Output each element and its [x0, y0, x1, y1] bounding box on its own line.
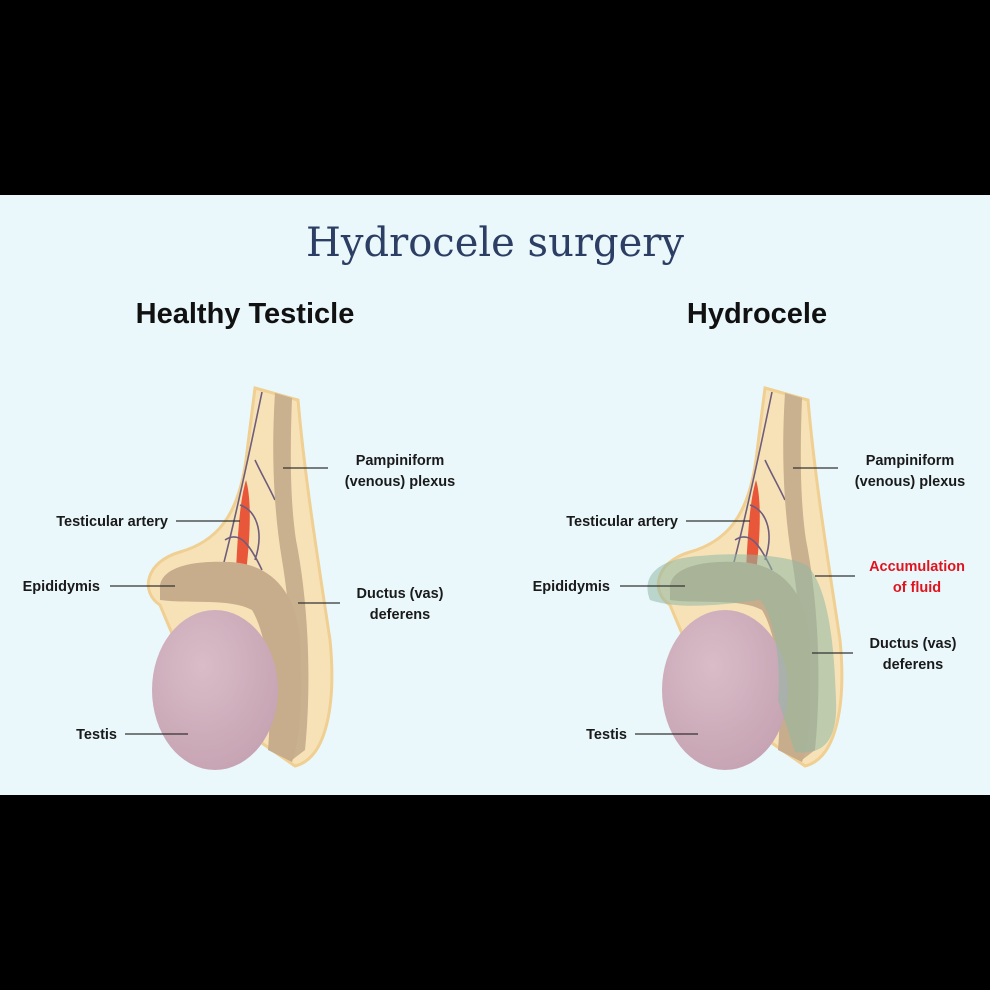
- hydrocele-heading: Hydrocele: [687, 298, 827, 330]
- label-testicular-artery: Testicular artery: [56, 514, 168, 530]
- healthy-heading: Healthy Testicle: [136, 298, 355, 330]
- label-testis: Testis: [76, 727, 117, 743]
- label-testicular-artery: Testicular artery: [566, 514, 678, 530]
- label-fluid: Accumulation: [869, 559, 965, 575]
- label-pampiniform-2: (venous) plexus: [855, 474, 965, 490]
- label-epididymis: Epididymis: [23, 579, 100, 595]
- fluid-accumulation: [647, 554, 837, 753]
- label-ductus: Ductus (vas): [356, 586, 443, 602]
- healthy-testicle-figure: Healthy Testicle Pampiniform (venous) pl…: [23, 298, 455, 772]
- label-ductus-2: deferens: [883, 657, 943, 673]
- label-pampiniform: Pampiniform: [356, 453, 445, 469]
- label-ductus-2: deferens: [370, 607, 430, 623]
- label-fluid-2: of fluid: [893, 580, 941, 596]
- label-pampiniform-2: (venous) plexus: [345, 474, 455, 490]
- healthy-illustration: [146, 386, 334, 772]
- label-testis: Testis: [586, 727, 627, 743]
- label-ductus: Ductus (vas): [869, 636, 956, 652]
- hydrocele-figure: Hydrocele Pampiniform (venous) plexus Te…: [533, 298, 965, 772]
- label-epididymis: Epididymis: [533, 579, 610, 595]
- label-pampiniform: Pampiniform: [866, 453, 955, 469]
- page-title: Hydrocele surgery: [306, 220, 684, 266]
